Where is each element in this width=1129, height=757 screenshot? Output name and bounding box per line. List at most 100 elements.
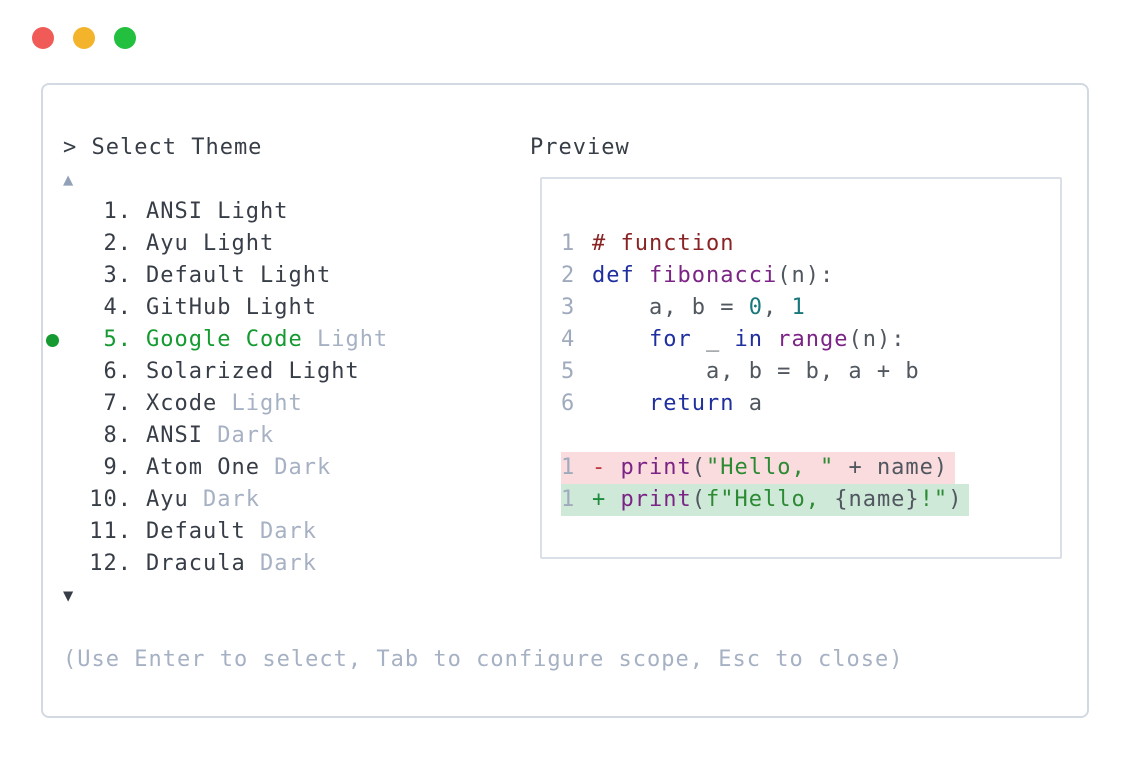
code-token-fn: print: [620, 487, 692, 512]
code-token-fn: fibonacci: [649, 263, 778, 288]
code-token-str: !": [919, 487, 949, 512]
code-token-lit: 0: [748, 295, 763, 320]
code-token-plain: ): [948, 487, 963, 512]
traffic-light-red[interactable]: [32, 27, 54, 49]
keyboard-hint: (Use Enter to select, Tab to configure s…: [63, 647, 904, 672]
window-controls: [32, 27, 136, 49]
theme-option[interactable]: 11.Default Dark: [46, 516, 388, 548]
theme-option[interactable]: 8. ANSI Dark: [46, 420, 388, 452]
scroll-down-icon[interactable]: ▼: [63, 586, 75, 606]
theme-option[interactable]: 4.GitHub Light: [46, 292, 388, 324]
theme-option[interactable]: 1. ANSI Light: [46, 196, 388, 228]
theme-option-variant: Light: [231, 391, 303, 416]
code-token-plain: [592, 391, 649, 416]
theme-option-name: Atom One: [146, 455, 275, 480]
theme-option-variant: Light: [217, 199, 289, 224]
code-token-kw: return: [648, 391, 735, 416]
marker-slot: [46, 292, 89, 324]
line-number: 1: [561, 231, 576, 256]
theme-option-number: 11.: [89, 519, 132, 544]
marker-slot: [46, 356, 89, 388]
theme-option-name: Default: [146, 519, 260, 544]
line-number: 6: [561, 391, 576, 416]
code-token-plain: [763, 327, 777, 352]
traffic-light-yellow[interactable]: [73, 27, 95, 49]
line-number: 2: [561, 263, 576, 288]
code-line: 3 a, b = 0, 1: [561, 292, 1060, 324]
theme-option-number: 10.: [89, 487, 132, 512]
theme-option[interactable]: 10. Ayu Dark: [46, 484, 388, 516]
code-token-kw: for: [648, 327, 692, 352]
marker-slot: [46, 388, 89, 420]
theme-selector-dialog: > Select Theme ▲ 1. ANSI Light 2. Ayu Light…: [41, 83, 1089, 718]
theme-option-name: Ayu: [146, 487, 203, 512]
code-line: 1 # function: [561, 228, 1060, 260]
code-token-plain: (n):: [777, 263, 835, 288]
preview-title: Preview: [530, 135, 630, 160]
line-number: 3: [561, 295, 576, 320]
code-token-del: -: [592, 455, 621, 480]
theme-option-name: Dracula: [146, 551, 260, 576]
theme-option-number: 1.: [103, 199, 132, 224]
marker-slot: [46, 420, 89, 452]
theme-option-name: Ayu: [146, 231, 203, 256]
theme-option-number: 6.: [103, 359, 132, 384]
code-token-plain: [592, 327, 649, 352]
theme-option[interactable]: 7. Xcode Light: [46, 388, 388, 420]
line-number: 1: [561, 455, 576, 480]
code-token-plain: a, b =: [592, 295, 749, 320]
theme-option[interactable]: 5.Google Code Light: [46, 324, 388, 356]
theme-option[interactable]: 12. Dracula Dark: [46, 548, 388, 580]
code-token-str: f"Hello,: [705, 487, 835, 512]
theme-option[interactable]: 2. Ayu Light: [46, 228, 388, 260]
theme-option-variant: Dark: [274, 455, 332, 480]
code-token-fn: print: [620, 455, 692, 480]
scroll-up-icon[interactable]: ▲: [63, 170, 75, 190]
diff-highlight: 1- print("Hello, " + name): [561, 452, 956, 484]
theme-option[interactable]: 6.Solarized Light: [46, 356, 388, 388]
line-number: 1: [561, 487, 576, 512]
theme-option-name: Solarized: [146, 359, 289, 384]
code-token-plain: (n):: [848, 327, 906, 352]
theme-option-name: GitHub: [146, 295, 246, 320]
code-token-plain: {name}: [834, 487, 920, 512]
code-token-plain: (: [691, 455, 706, 480]
theme-option-variant: Light: [259, 263, 332, 288]
theme-option-variant: Dark: [217, 423, 275, 448]
theme-option-variant: Dark: [202, 487, 260, 512]
theme-option-number: 12.: [89, 551, 132, 576]
theme-option-name: ANSI: [146, 199, 218, 224]
theme-option-number: 5.: [103, 327, 132, 352]
code-token-plain: [635, 263, 649, 288]
theme-option-number: 7.: [103, 391, 132, 416]
marker-slot: [46, 484, 89, 516]
marker-slot: [46, 260, 89, 292]
line-number: 4: [561, 327, 576, 352]
diff-added-line: 1+ print(f"Hello, {name}!"): [561, 484, 1060, 516]
theme-option[interactable]: 9. Atom One Dark: [46, 452, 388, 484]
traffic-light-green[interactable]: [114, 27, 136, 49]
theme-option-number: 9.: [103, 455, 132, 480]
code-token-plain: a, b = b, a + b: [592, 359, 920, 384]
code-token-fn: range: [777, 327, 849, 352]
theme-option-name: Google Code: [146, 327, 317, 352]
code-token-plain: _: [691, 327, 735, 352]
code-token-lit: 1: [791, 295, 806, 320]
theme-select-prompt: > Select Theme: [63, 135, 263, 160]
theme-option-variant: Light: [245, 295, 317, 320]
code-token-str: "Hello, ": [705, 455, 835, 480]
theme-option-variant: Dark: [259, 551, 317, 576]
theme-option-variant: Light: [202, 231, 275, 256]
theme-option[interactable]: 3.Default Light: [46, 260, 388, 292]
theme-option-number: 8.: [103, 423, 132, 448]
code-line: 5 a, b = b, a + b: [561, 356, 1060, 388]
code-token-comment: # function: [592, 231, 735, 256]
theme-option-name: ANSI: [146, 423, 218, 448]
marker-slot: [46, 196, 89, 228]
theme-option-number: 2.: [103, 231, 132, 256]
theme-option-name: Xcode: [146, 391, 232, 416]
marker-slot: [46, 516, 89, 548]
